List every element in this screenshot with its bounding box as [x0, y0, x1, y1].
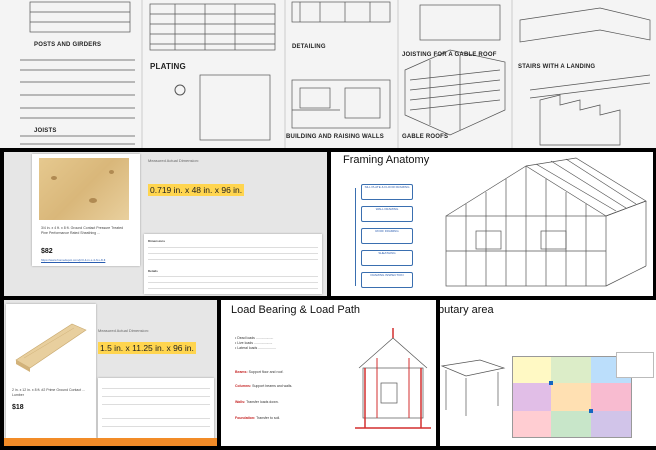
lumber-product-card: 2 in. x 12 in. x 8 ft. #2 Prime Ground C…	[6, 304, 96, 438]
spec-section-details: Details	[148, 269, 158, 273]
caption-joists: JOISTS	[34, 128, 57, 134]
load-beams: Beams: Support floor and roof.	[235, 370, 284, 374]
framing-anatomy-tile[interactable]: Framing Anatomy SILL PLATE & FLOOR FRAMI…	[331, 152, 653, 296]
plywood-link[interactable]: https://www.homedepot.com/p/3-4-in-x-4-f…	[41, 258, 106, 262]
load-walls: Walls: Transfer loads down.	[235, 400, 279, 404]
caption-stairs: STAIRS WITH A LANDING	[518, 64, 596, 70]
plywood-dim-label: Measured Actual Dimension:	[148, 158, 199, 163]
plywood-spec-table: Dimensions Details	[144, 234, 322, 294]
tributary-area-title: butary area	[440, 304, 494, 316]
lumber-price: $18	[12, 404, 24, 411]
plywood-product-card: 3/4 in. x 4 ft. x 8 ft. Ground Contact P…	[32, 154, 140, 266]
caption-building-walls: BUILDING AND RAISING WALLS	[286, 134, 384, 140]
deck-illustration	[440, 359, 506, 416]
legend-sill-plate: SILL PLATE & FLOOR FRAMING	[361, 184, 413, 200]
load-bearing-tile[interactable]: Load Bearing & Load Path • Dead loads ..…	[221, 300, 436, 446]
plywood-product-tile[interactable]: 3/4 in. x 4 ft. x 8 ft. Ground Contact P…	[4, 152, 327, 296]
framing-anatomy-title: Framing Anatomy	[343, 154, 430, 166]
load-bullets: • Dead loads ..................• Live lo…	[235, 336, 276, 350]
lumber-footer-bar	[4, 438, 217, 446]
load-path-illustration	[355, 328, 431, 429]
lumber-image	[12, 320, 90, 376]
lumber-dim-label: Measured Actual Dimension:	[98, 328, 149, 333]
load-bearing-title: Load Bearing & Load Path	[231, 304, 361, 316]
sketch-strip[interactable]: POSTS AND GIRDERS JOISTS PLATING DETAILI…	[0, 0, 656, 148]
plywood-image	[39, 158, 129, 220]
caption-posts-girders: POSTS AND GIRDERS	[34, 42, 102, 48]
caption-plating: PLATING	[150, 62, 186, 71]
spec-section-dimensions: Dimensions	[148, 239, 166, 243]
load-columns: Columns: Support beams and walls.	[235, 384, 293, 388]
framing-legend: SILL PLATE & FLOOR FRAMING WALL FRAMING …	[351, 182, 415, 292]
plywood-title[interactable]: 3/4 in. x 4 ft. x 8 ft. Ground Contact P…	[41, 226, 124, 235]
tributary-grid	[512, 356, 632, 438]
caption-gable-roofs: GABLE ROOFS	[402, 134, 449, 140]
caption-joisting: JOISTING FOR A GABLE ROOF	[402, 52, 497, 58]
legend-sheathing: SHEATHING	[361, 250, 413, 266]
tributary-legend	[616, 352, 654, 378]
plywood-price: $82	[41, 248, 53, 255]
house-framing-illustration	[445, 157, 647, 287]
tributary-area-tile[interactable]: butary area	[440, 300, 656, 446]
lumber-dim-value: 1.5 in. x 11.25 in. x 96 in.	[98, 342, 196, 354]
framing-sketches-illustration	[20, 0, 651, 148]
legend-wall-framing: WALL FRAMING	[361, 206, 413, 222]
plywood-dim-value: 0.719 in. x 48 in. x 96 in.	[148, 184, 245, 196]
lumber-spec-table	[98, 378, 214, 440]
caption-detailing: DETAILING	[292, 44, 326, 50]
load-foundation: Foundation: Transfer to soil.	[235, 416, 281, 420]
legend-roof-framing: ROOF FRAMING	[361, 228, 413, 244]
lumber-title[interactable]: 2 in. x 12 in. x 8 ft. #2 Prime Ground C…	[12, 388, 85, 397]
legend-inspection: FRAMING INSPECTION	[361, 272, 413, 288]
lumber-product-tile[interactable]: 2 in. x 12 in. x 8 ft. #2 Prime Ground C…	[4, 300, 217, 446]
